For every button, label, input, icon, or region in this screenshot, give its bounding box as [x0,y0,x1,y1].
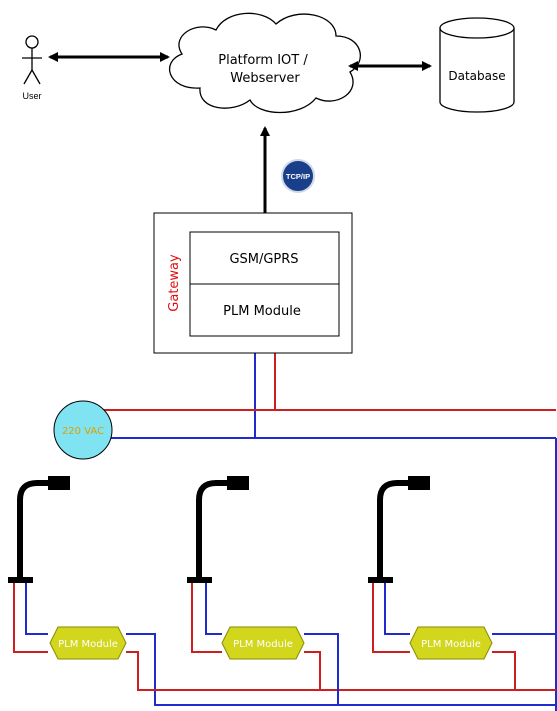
gsm-gprs-box [189,231,340,285]
pole2-blue-wire [205,583,222,635]
gateway-label: Gateway [167,254,182,312]
pole2-red-out [304,651,321,690]
pole1-blue-out [126,633,556,706]
pole3-blue-wire [384,583,410,635]
lamp-3-base [368,577,393,583]
pole2-blue-out [304,633,339,705]
pole1-red-out [126,651,556,691]
pole1-blue-wire [25,583,48,635]
lamp-2-pole-icon [196,480,231,578]
lamp-3-pole-icon [377,480,412,578]
lamp-2-base [187,577,212,583]
vac-source [53,400,113,460]
database-cylinder [439,17,515,113]
pole3-red-out [492,651,516,690]
street-lamp-2 [187,476,249,583]
pole-plm-module-2-label: PLM Module [233,639,293,650]
pole-plm-module-3-label: PLM Module [421,639,481,650]
pole-plm-module-3: PLM Module [409,626,493,660]
street-lamp-3 [368,476,430,583]
user-left-leg [23,69,33,85]
lamp-2-head-icon [227,476,249,490]
database-label: Database [448,69,505,83]
platform-cloud [168,12,361,114]
lamp-1-head-icon [48,476,70,490]
user-label: User [22,91,41,101]
gsm-gprs-label: GSM/GPRS [229,252,298,267]
lamp-3-head-icon [408,476,430,490]
pole1-red-wire [13,583,48,653]
user-right-leg [31,69,41,85]
vac-label: 220 VAC [62,426,104,437]
user-head [25,35,39,49]
pole-plm-module-2: PLM Module [221,626,305,660]
lamp-1-pole-icon [17,480,52,578]
tcpip-label: TCP/IP [286,172,310,181]
platform-title-line2: Webserver [230,71,300,86]
pole-plm-module-1-label: PLM Module [58,639,118,650]
gateway-plm-label: PLM Module [223,304,301,319]
lamp-1-base [8,577,33,583]
pole2-red-wire [191,583,222,653]
pole-plm-module-1: PLM Module [49,626,127,660]
pole3-red-wire [372,583,410,653]
user-actor [22,35,42,85]
tcpip-badge [281,159,315,193]
platform-title-line1: Platform IOT / [218,53,308,68]
gateway-plm-box [189,283,340,337]
power-lines [13,338,557,711]
street-lamp-1 [8,476,70,583]
